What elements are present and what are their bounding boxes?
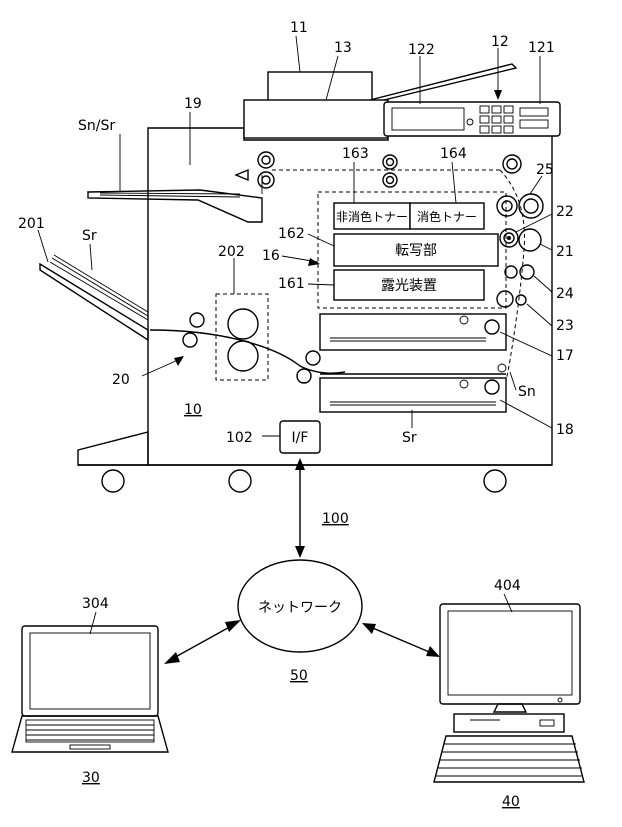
interface-label: I/F [292, 430, 309, 446]
document-feeder [268, 64, 516, 102]
label-16: 16 [262, 248, 280, 264]
paper-cassette-17 [320, 314, 506, 350]
label-304: 304 [82, 596, 109, 612]
wheel-middle [229, 470, 251, 492]
label-161: 161 [278, 276, 305, 292]
scanner-unit [244, 100, 388, 138]
roller-25 [519, 194, 543, 218]
roller-21 [519, 229, 541, 251]
label-24: 24 [556, 286, 574, 302]
label-21: 21 [556, 244, 574, 260]
label-sn-sr: Sn/Sr [78, 118, 115, 134]
label-163: 163 [342, 146, 369, 162]
label-22: 22 [556, 204, 574, 220]
label-121: 121 [528, 40, 555, 56]
network-label: ネットワーク [258, 600, 342, 616]
label-164: 164 [440, 146, 467, 162]
label-19: 19 [184, 96, 202, 112]
label-sr-top: Sr [82, 228, 97, 244]
label-50: 50 [290, 668, 308, 684]
label-17: 17 [556, 348, 574, 364]
erasable-toner-label: 消色トナー [417, 210, 477, 224]
erasing-roller-upper [228, 309, 258, 339]
laptop-computer [12, 626, 168, 752]
transfer-unit-label: 転写部 [395, 243, 437, 259]
non-erasable-toner-label: 非消色トナー [336, 210, 408, 224]
output-tray-upper [88, 190, 262, 222]
label-100: 100 [322, 511, 349, 527]
erasing-roller-lower [228, 341, 258, 371]
output-tray-lower [40, 255, 148, 340]
label-20: 20 [112, 372, 130, 388]
exposure-device-label: 露光装置 [381, 278, 437, 294]
label-40: 40 [502, 794, 520, 810]
operation-panel [384, 102, 560, 136]
label-30: 30 [82, 770, 100, 786]
label-sr-bottom: Sr [402, 430, 417, 446]
label-23: 23 [556, 318, 574, 334]
label-11: 11 [290, 20, 308, 36]
label-25: 25 [536, 162, 554, 178]
label-404: 404 [494, 578, 521, 594]
label-sn: Sn [518, 384, 536, 400]
roller-23 [497, 291, 513, 307]
direction-triangle-icon [236, 170, 248, 180]
label-202: 202 [218, 244, 245, 260]
label-13: 13 [334, 40, 352, 56]
label-162: 162 [278, 226, 305, 242]
desktop-computer [434, 604, 584, 782]
label-10: 10 [184, 402, 202, 418]
wheel-left [102, 470, 124, 492]
label-102: 102 [226, 430, 253, 446]
label-201: 201 [18, 216, 45, 232]
label-18: 18 [556, 422, 574, 438]
label-122: 122 [408, 42, 435, 58]
paper-cassette-18 [320, 378, 506, 412]
label-12: 12 [491, 34, 509, 50]
wheel-right [484, 470, 506, 492]
